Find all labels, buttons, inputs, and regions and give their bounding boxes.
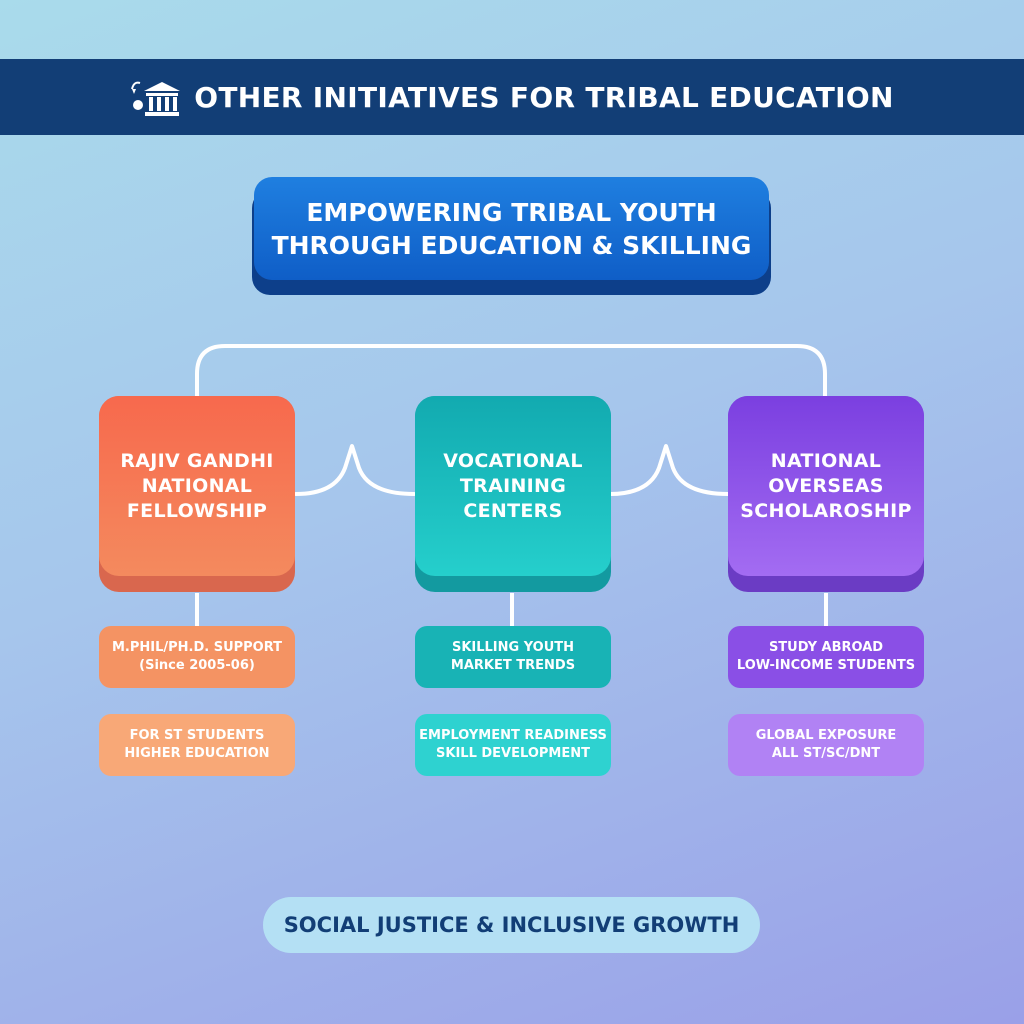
initiative-detail-pill: STUDY ABROAD LOW-INCOME STUDENTS	[728, 626, 924, 688]
initiative-detail-pill: SKILLING YOUTH MARKET TRENDS	[415, 626, 611, 688]
initiative-title-line: CENTERS	[463, 499, 563, 522]
header-banner: OTHER INITIATIVES FOR TRIBAL EDUCATION	[0, 59, 1024, 135]
hero-box: EMPOWERING TRIBAL YOUTH THROUGH EDUCATIO…	[254, 177, 769, 280]
footer-tagline: SOCIAL JUSTICE & INCLUSIVE GROWTH	[263, 897, 760, 953]
detail-line-1: SKILLING YOUTH	[451, 640, 575, 655]
detail-line-2: SKILL DEVELOPMENT	[436, 746, 590, 761]
initiative-title-line: VOCATIONAL	[443, 449, 583, 472]
detail-line-2: HIGHER EDUCATION	[124, 746, 270, 761]
initiative-detail-pill: EMPLOYMENT READINESS SKILL DEVELOPMENT	[415, 714, 611, 776]
initiative-title-line: FELLOWSHIP	[126, 499, 268, 522]
detail-line-2: ALL ST/SC/DNT	[771, 746, 881, 761]
initiative-title-line: RAJIV GANDHI	[120, 449, 274, 472]
initiative-title-line: OVERSEAS	[768, 474, 884, 497]
detail-line-1: STUDY ABROAD	[768, 640, 884, 655]
header-content: OTHER INITIATIVES FOR TRIBAL EDUCATION	[130, 75, 894, 119]
initiative-title-line: NATIONAL	[770, 449, 882, 472]
middle-right-connector	[608, 444, 730, 496]
initiative-detail-pill: M.PHIL/PH.D. SUPPORT (Since 2005-06)	[99, 626, 295, 688]
institution-building-icon	[131, 81, 181, 116]
detail-line-2: MARKET TRENDS	[450, 658, 576, 673]
initiative-title-line: NATIONAL	[141, 474, 253, 497]
detail-line-1: EMPLOYMENT READINESS	[419, 728, 607, 743]
top-bracket-connector	[195, 344, 827, 402]
page-title: OTHER INITIATIVES FOR TRIBAL EDUCATION	[194, 80, 894, 114]
detail-line-1: M.PHIL/PH.D. SUPPORT	[111, 640, 283, 655]
detail-line-2: (Since 2005-06)	[139, 658, 255, 673]
left-middle-connector	[294, 444, 416, 496]
initiative-title-line: TRAINING	[459, 474, 567, 497]
hero-line-2: THROUGH EDUCATION & SKILLING	[271, 230, 752, 260]
detail-line-1: GLOBAL EXPOSURE	[755, 728, 897, 743]
hero-line-1: EMPOWERING TRIBAL YOUTH	[306, 197, 717, 227]
initiative-detail-pill: GLOBAL EXPOSURE ALL ST/SC/DNT	[728, 714, 924, 776]
initiative-detail-pill: FOR ST STUDENTS HIGHER EDUCATION	[99, 714, 295, 776]
detail-line-2: LOW-INCOME STUDENTS	[736, 658, 916, 673]
detail-line-1: FOR ST STUDENTS	[129, 728, 265, 743]
initiative-title-line: SCHOLAROSHIP	[740, 499, 912, 522]
